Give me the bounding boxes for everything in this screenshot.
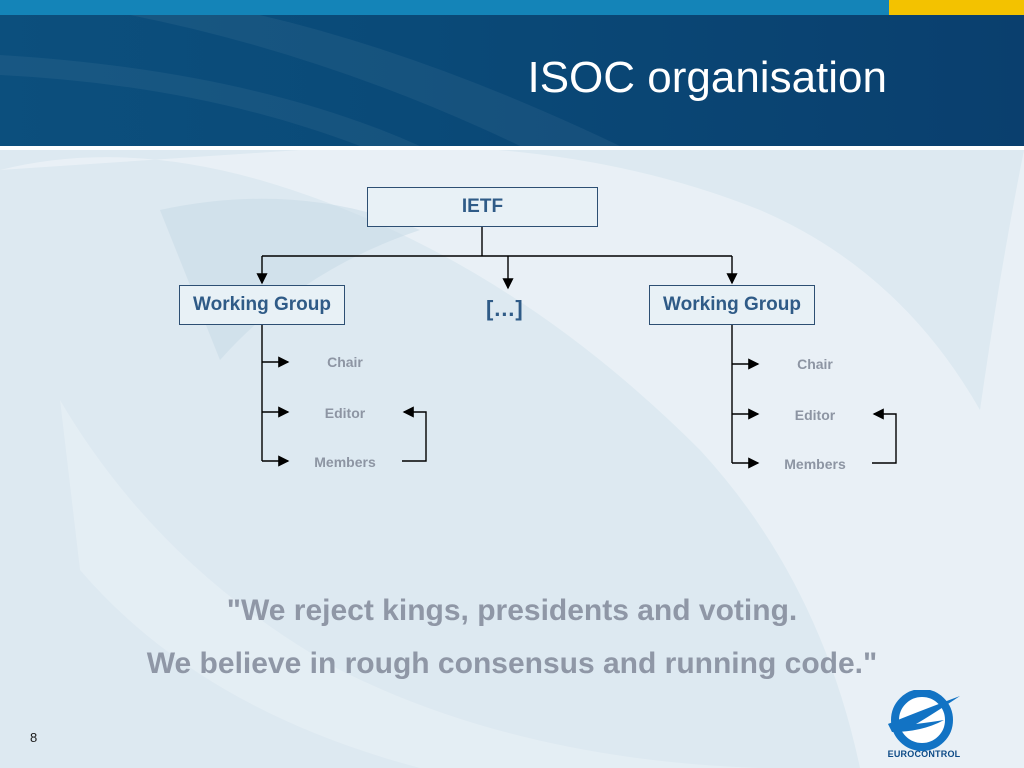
top-strip xyxy=(0,0,1024,15)
right-role-chair: Chair xyxy=(797,356,833,372)
working-group-left-node: Working Group xyxy=(179,285,345,325)
header-swoosh-graphic xyxy=(0,15,620,146)
quote-line-2: We believe in rough consensus and runnin… xyxy=(146,647,878,680)
slide-header: ISOC organisation xyxy=(0,15,1024,146)
header-divider xyxy=(0,146,1024,150)
slide-title: ISOC organisation xyxy=(527,53,887,102)
eurocontrol-logo-icon xyxy=(888,690,960,751)
logo-wordmark: EUROCONTROL xyxy=(887,749,961,759)
page-number: 8 xyxy=(30,730,38,745)
top-accent-bar xyxy=(889,0,1024,15)
left-role-members: Members xyxy=(314,454,376,470)
right-role-editor: Editor xyxy=(794,407,836,423)
quote-line-1: "We reject kings, presidents and voting. xyxy=(226,594,798,627)
ietf-node: IETF xyxy=(367,187,598,227)
working-group-right-node: Working Group xyxy=(649,285,815,325)
left-role-chair: Chair xyxy=(327,354,363,370)
right-role-members: Members xyxy=(784,456,846,472)
more-groups-ellipsis: […] xyxy=(486,296,523,321)
left-role-editor: Editor xyxy=(324,405,366,421)
